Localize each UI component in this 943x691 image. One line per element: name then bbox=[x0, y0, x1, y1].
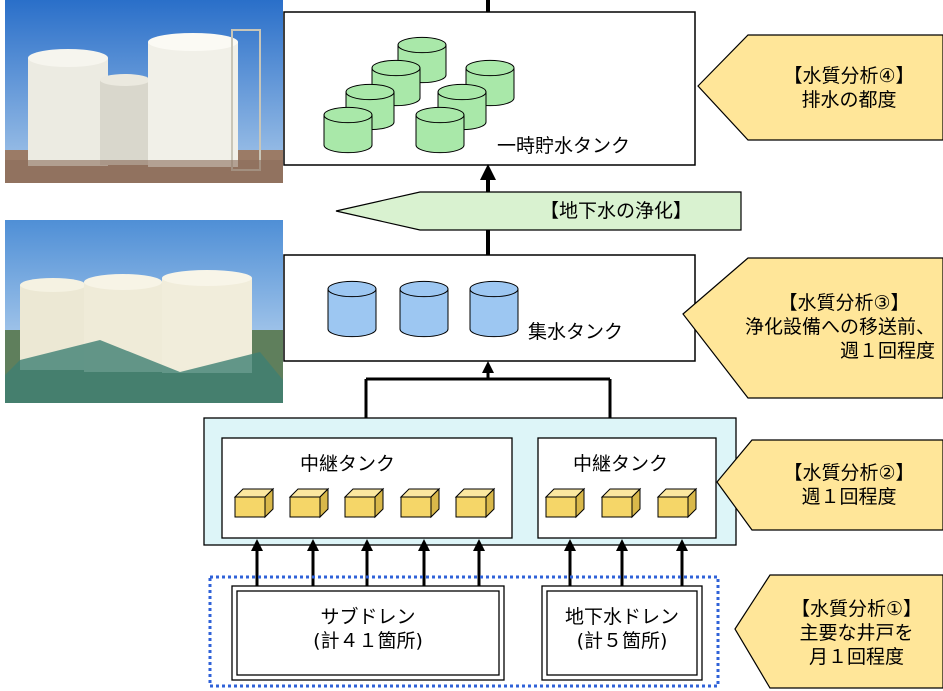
relay-block-8 bbox=[656, 487, 698, 519]
relay-block-3 bbox=[343, 487, 385, 519]
relay-block-4 bbox=[399, 487, 441, 519]
relay-tank-left-box bbox=[221, 437, 513, 539]
blue-cylinder-1 bbox=[327, 280, 377, 338]
analysis-2-detail: 週１回程度 bbox=[801, 486, 897, 508]
purification-label: 【地下水の浄化】 bbox=[540, 200, 693, 222]
relay-tank-right-label: 中継タンク bbox=[573, 453, 669, 475]
relay-block-7 bbox=[600, 487, 642, 519]
groundwater-drain-line1: 地下水ドレン bbox=[564, 606, 679, 628]
storage-tank-photo bbox=[5, 0, 283, 183]
green-cylinder-4 bbox=[323, 106, 373, 154]
relay-block-5 bbox=[454, 487, 496, 519]
relay-block-1 bbox=[233, 487, 275, 519]
analysis-2-title: 【水質分析②】 bbox=[783, 462, 915, 484]
subdrain-label: サブドレン (計４１箇所) bbox=[237, 605, 499, 653]
analysis-4-detail: 排水の都度 bbox=[801, 89, 897, 111]
analysis-1-detail-2: 月１回程度 bbox=[808, 646, 904, 668]
analysis-2-arrow bbox=[716, 439, 943, 531]
analysis-4-arrow bbox=[697, 34, 943, 141]
relay-block-6 bbox=[544, 487, 586, 519]
relay-block-2 bbox=[288, 487, 330, 519]
collection-tank-cylinders bbox=[327, 280, 519, 338]
green-cylinder-7 bbox=[415, 106, 465, 154]
subdrain-box bbox=[231, 585, 505, 681]
analysis-1-title: 【水質分析①】 bbox=[790, 598, 923, 620]
relay-tank-right-box bbox=[537, 437, 717, 539]
well-arrows bbox=[251, 539, 688, 586]
subdrain-line1: サブドレン bbox=[320, 606, 416, 628]
groundwater-drain-line2: (計５箇所) bbox=[576, 630, 668, 652]
subdrain-line2: (計４１箇所) bbox=[313, 630, 423, 652]
groundwater-drain-label: 地下水ドレン (計５箇所) bbox=[547, 605, 697, 653]
relay-tank-left-label: 中継タンク bbox=[300, 453, 396, 475]
analysis-3-label: 【水質分析③】 浄化設備への移送前、 週１回程度 bbox=[683, 291, 935, 363]
analysis-1-detail-1: 主要な井戸を bbox=[799, 622, 914, 644]
analysis-4-label: 【水質分析④】 排水の都度 bbox=[755, 64, 943, 112]
storage-tank-cylinders bbox=[323, 36, 515, 154]
blue-cylinder-2 bbox=[399, 280, 449, 338]
purification-band bbox=[335, 191, 742, 231]
collection-tank-photo bbox=[5, 220, 283, 403]
collection-tank-label: 集水タンク bbox=[528, 321, 624, 343]
analysis-3-detail-2: 週１回程度 bbox=[839, 340, 935, 362]
analysis-4-title: 【水質分析④】 bbox=[783, 65, 915, 87]
wells-dotted-group bbox=[208, 575, 720, 688]
analysis-1-arrow bbox=[734, 574, 943, 689]
groundwater-drain-box bbox=[541, 585, 703, 681]
analysis-3-title: 【水質分析③】 bbox=[778, 292, 910, 314]
green-cylinder-2 bbox=[371, 59, 421, 107]
blue-cylinder-3 bbox=[469, 280, 519, 338]
analysis-3-detail-1: 浄化設備への移送前、 bbox=[744, 316, 935, 338]
analysis-1-label: 【水質分析①】 主要な井戸を 月１回程度 bbox=[770, 597, 943, 669]
storage-tank-label: 一時貯水タンク bbox=[497, 135, 631, 157]
analysis-3-arrow bbox=[682, 257, 943, 399]
relay-tank-blocks bbox=[233, 487, 698, 519]
analysis-2-label: 【水質分析②】 週１回程度 bbox=[755, 461, 943, 509]
